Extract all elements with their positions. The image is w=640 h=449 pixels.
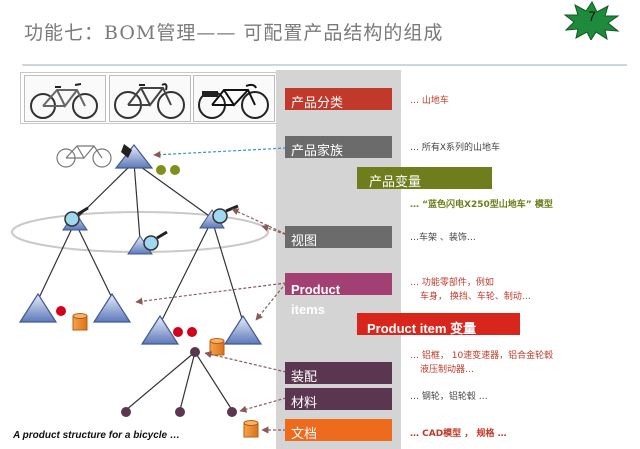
- desc-variant: … “蓝色闪电X250型山地车” 模型: [410, 200, 553, 210]
- label-document: 文档: [285, 419, 392, 441]
- material-node: [121, 407, 131, 417]
- label-family: 产品家族: [285, 136, 392, 158]
- desc-family: … 所有X系列的山地车: [410, 143, 501, 153]
- document-cylinder-icon: [209, 338, 225, 356]
- desc-assembly-2: 液压制动器…: [420, 365, 475, 375]
- magnifier-icon: [143, 230, 168, 251]
- red-dot: [56, 306, 66, 316]
- item-triangle: [92, 292, 132, 323]
- desc-product-items-1: … 功能零部件，例如: [410, 278, 494, 288]
- label-variant: 产品变量: [357, 167, 492, 189]
- magnifier-icon: [64, 206, 89, 227]
- root-product-triangle: [114, 144, 154, 169]
- document-cylinder-icon: [72, 313, 88, 331]
- figure-caption: A product structure for a bicycle …: [13, 430, 180, 441]
- bicycle-photos: [20, 72, 278, 124]
- document-cylinder-icon: [243, 420, 259, 438]
- label-product-items: Product items: [285, 273, 392, 317]
- material-node: [175, 407, 185, 417]
- label-view: 视图: [285, 226, 392, 248]
- tree-lines: [37, 161, 244, 411]
- label-category: 产品分类: [285, 88, 392, 110]
- city-bike-photo: [193, 75, 275, 122]
- desc-assembly-1: … 铝框， 10速变速器，铝合金轮毂: [410, 351, 554, 361]
- page-number: 7: [588, 8, 596, 24]
- slide-title: 功能七：BOM管理—— 可配置产品结构的组成: [24, 22, 444, 44]
- magnifier-icon: [212, 204, 239, 224]
- mountain-bike-photo: [24, 75, 106, 122]
- item-triangle: [140, 314, 180, 345]
- cursor-marker-icon: [121, 144, 132, 158]
- desc-material: … 钢轮，铝轮毂 …: [410, 392, 488, 402]
- label-material: 材料: [285, 388, 392, 410]
- bicycle-icon: [56, 145, 112, 168]
- item-triangle: [18, 292, 58, 323]
- level-band: [276, 70, 401, 449]
- olive-dot: [170, 165, 180, 175]
- desc-view: …车架 、装饰…: [410, 233, 476, 243]
- red-dot: [173, 327, 183, 337]
- desc-document: … CAD模型 ， 规格 …: [410, 429, 507, 439]
- desc-category: … 山地车: [410, 96, 449, 106]
- product-items-text: Product items: [291, 282, 341, 317]
- label-product-item-variant: Product item 变量: [357, 313, 520, 335]
- olive-dot: [156, 165, 166, 175]
- page-badge: [563, 1, 620, 40]
- star-burst-icon: [563, 1, 620, 40]
- assembly-node: [190, 347, 200, 357]
- connector-arrows: [135, 147, 291, 434]
- desc-product-items-2: 车身， 换挡、车轮、制动…: [420, 292, 531, 302]
- label-assembly: 装配: [285, 362, 392, 384]
- road-bike-photo: [109, 75, 191, 122]
- red-dot: [187, 327, 197, 337]
- item-triangle: [223, 314, 263, 345]
- material-node: [227, 407, 237, 417]
- title-divider: [22, 64, 627, 66]
